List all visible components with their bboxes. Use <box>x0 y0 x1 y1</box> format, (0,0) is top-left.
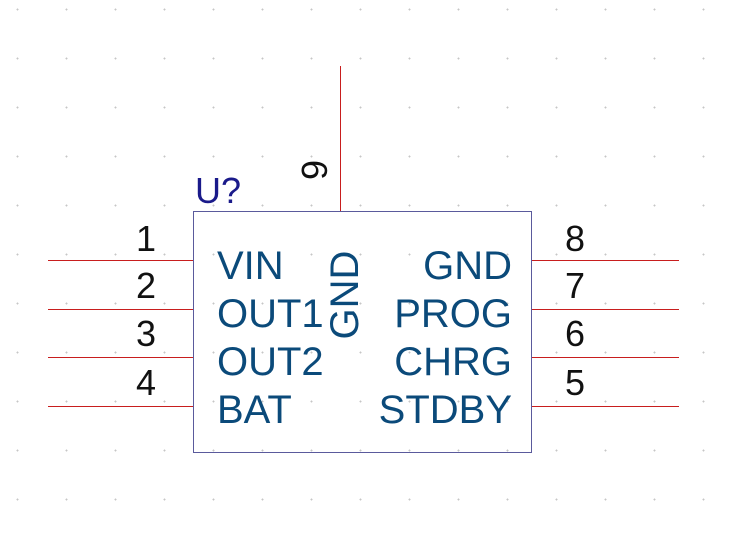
pin-5-name: STDBY <box>378 388 512 432</box>
pin-2-number: 2 <box>136 265 157 306</box>
reference-designator[interactable]: U? <box>195 170 242 211</box>
pin-6-name: CHRG <box>394 340 512 384</box>
pin-8-number: 8 <box>565 218 586 259</box>
pin-2-name: OUT1 <box>217 292 324 336</box>
pin-9-number: 9 <box>294 159 335 181</box>
pin-3-name: OUT2 <box>217 340 324 384</box>
pin-7-line[interactable] <box>532 309 679 310</box>
pin-1-number: 1 <box>136 218 157 259</box>
pin-5-number: 5 <box>565 362 586 403</box>
component-body[interactable] <box>193 211 532 453</box>
pin-4-name: BAT <box>217 388 292 432</box>
pin-1-name: VIN <box>217 244 284 288</box>
pin-4-number: 4 <box>136 362 157 403</box>
pin-8-name: GND <box>423 244 512 288</box>
pin-8-line[interactable] <box>532 260 679 261</box>
pin-3-number: 3 <box>136 313 157 354</box>
pin-7-name: PROG <box>394 292 512 336</box>
pin-7-number: 7 <box>565 265 586 306</box>
pin-4-line[interactable] <box>48 406 193 407</box>
pin-9-line[interactable] <box>340 66 341 211</box>
pin-5-line[interactable] <box>532 406 679 407</box>
pin-3-line[interactable] <box>48 357 193 358</box>
pin-2-line[interactable] <box>48 309 193 310</box>
pin-6-number: 6 <box>565 313 586 354</box>
pin-6-line[interactable] <box>532 357 679 358</box>
pin-1-line[interactable] <box>48 260 193 261</box>
